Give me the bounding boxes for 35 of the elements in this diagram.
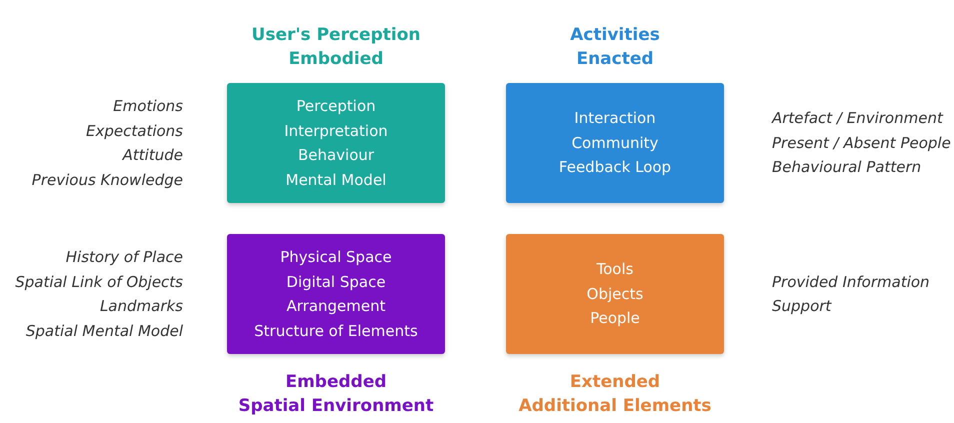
- box-item: Interpretation: [284, 120, 388, 142]
- side-item: Support: [772, 296, 832, 317]
- box-item: Arrangement: [286, 296, 386, 317]
- box-item: Mental Model: [286, 170, 386, 190]
- category-heading: User's Perception: [252, 24, 420, 47]
- side-item: Behavioural Pattern: [772, 157, 922, 178]
- box-item: Physical Space: [280, 247, 392, 268]
- box-item: Objects: [586, 284, 644, 305]
- side-item: Emotions: [113, 96, 183, 117]
- box-item: Interaction: [574, 108, 656, 130]
- side-item: Spatial Mental Model: [26, 320, 183, 342]
- box-item: People: [590, 308, 640, 330]
- category-heading: Activities: [570, 24, 660, 47]
- side-item: Artefact / Environment: [772, 108, 943, 130]
- side-item: Expectations: [86, 120, 183, 142]
- box-item: Feedback Loop: [558, 157, 672, 178]
- box-item: Community: [572, 132, 658, 154]
- side-item: History of Place: [66, 247, 183, 268]
- box-item: Digital Space: [286, 272, 386, 292]
- box-item: Tools: [596, 259, 634, 280]
- side-item: Attitude: [122, 145, 183, 166]
- category-heading: Enacted: [576, 48, 654, 71]
- category-heading: Embodied: [288, 48, 384, 71]
- side-item: Previous Knowledge: [32, 170, 183, 190]
- category-heading: Spatial Environment: [238, 395, 434, 418]
- category-heading: Extended: [570, 371, 660, 394]
- side-item: Provided Information: [772, 272, 930, 292]
- side-item: Spatial Link of Objects: [15, 272, 183, 292]
- side-item: Landmarks: [100, 296, 183, 317]
- category-heading: Additional Elements: [518, 395, 712, 418]
- side-item: Present / Absent People: [772, 132, 951, 154]
- box-item: Behaviour: [298, 145, 374, 166]
- category-heading: Embedded: [285, 371, 387, 394]
- box-item: Perception: [296, 96, 376, 117]
- box-item: Structure of Elements: [254, 320, 418, 342]
